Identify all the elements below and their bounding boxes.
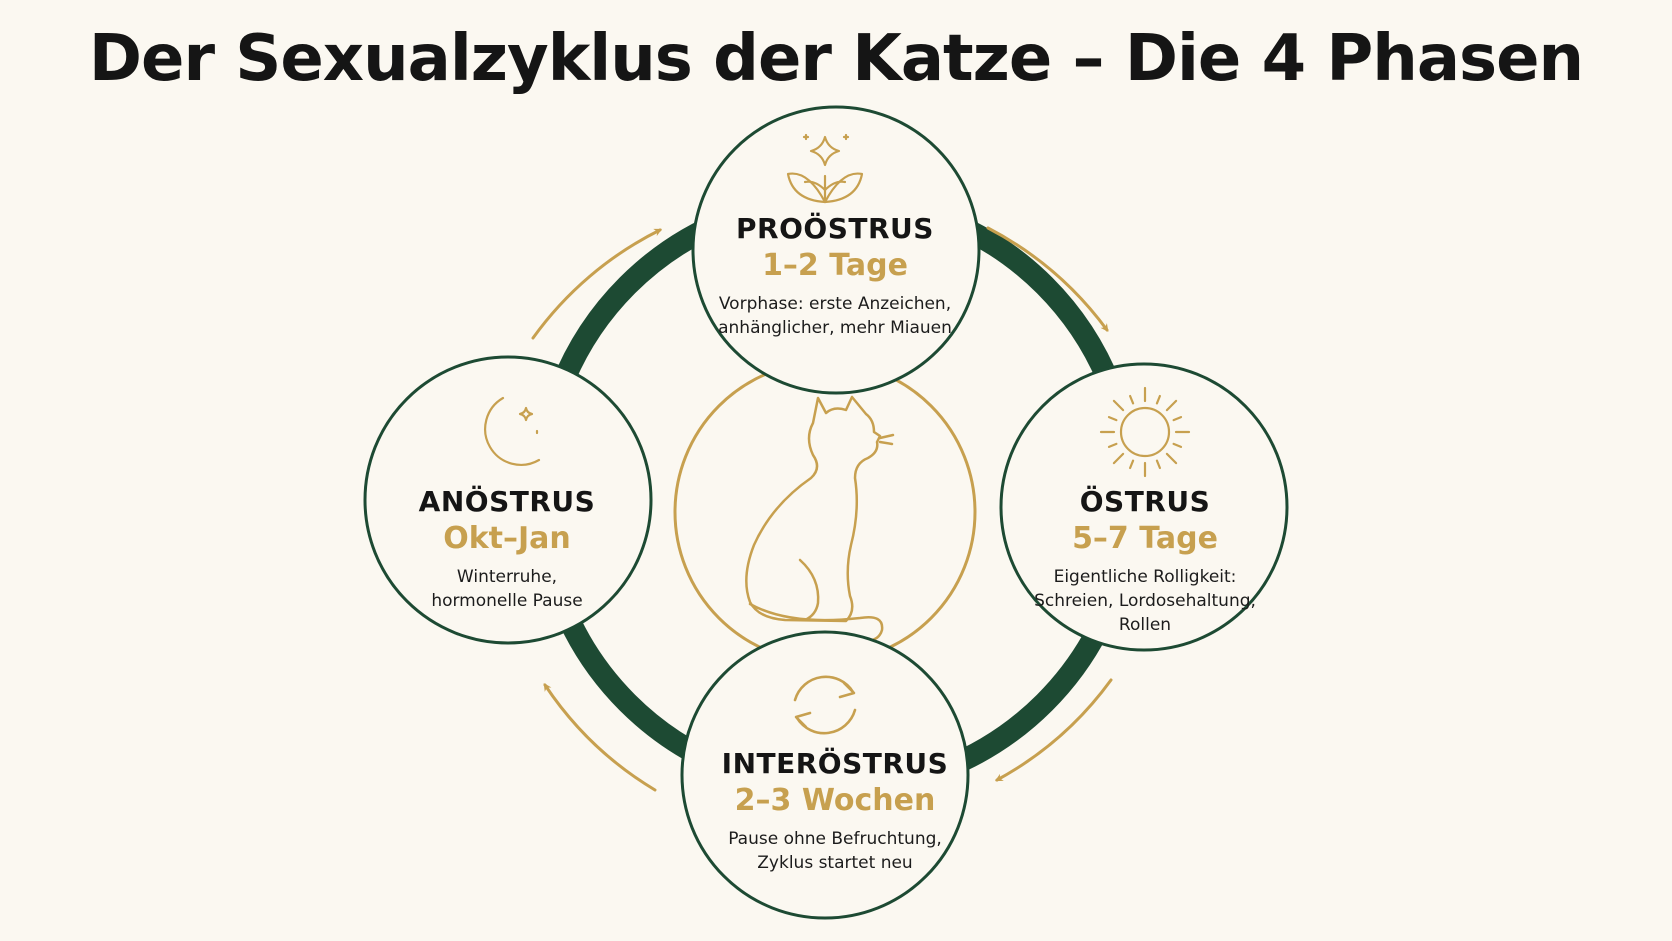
cycle-arrows-icon xyxy=(793,675,857,735)
arrow-interoestrus-to-anoestrus xyxy=(543,683,657,792)
sun-ray xyxy=(1172,442,1183,448)
phase-name: PROÖSTRUS xyxy=(736,212,934,245)
phase-circle-interoestrus xyxy=(680,630,970,920)
phase-label-interoestrus: INTERÖSTRUS 2–3 Wochen Pause ohne Befruc… xyxy=(665,747,1005,875)
phase-duration: 5–7 Tage xyxy=(1072,521,1218,556)
sun-icon xyxy=(1099,386,1191,478)
description-line: Winterruhe, xyxy=(456,567,558,587)
phase-circle-anoestrus xyxy=(363,355,653,645)
sun-ray xyxy=(1128,459,1135,470)
sun-ray xyxy=(1155,459,1162,470)
sun-ray xyxy=(1112,452,1125,465)
phase-label-anoestrus: ANÖSTRUS Okt–Jan Winterruhe, hormonelle … xyxy=(357,485,657,613)
moon-star-icon xyxy=(484,396,541,466)
phase-circle-proestrus xyxy=(691,105,981,395)
phase-duration: Okt–Jan xyxy=(443,521,571,556)
direction-arrows xyxy=(531,226,1113,792)
arrow-anoestrus-to-proestrus xyxy=(531,228,663,340)
phase-label-oestrus: ÖSTRUS 5–7 Tage Eigentliche Rolligkeit: … xyxy=(995,485,1295,637)
phase-label-proestrus: PROÖSTRUS 1–2 Tage Vorphase: erste Anzei… xyxy=(665,212,1005,340)
description-line: Eigentliche Rolligkeit: xyxy=(1053,567,1237,587)
description-line: hormonelle Pause xyxy=(431,591,583,611)
sun-ray xyxy=(1155,394,1162,405)
phase-description: Pause ohne Befruchtung, Zyklus startet n… xyxy=(665,827,1005,875)
phase-description: Eigentliche Rolligkeit: Schreien, Lordos… xyxy=(995,565,1295,637)
description-line: Schreien, Lordosehaltung, xyxy=(1034,591,1256,611)
sun-ray xyxy=(1107,442,1118,448)
description-line: Zyklus startet neu xyxy=(757,853,913,873)
phase-name: INTERÖSTRUS xyxy=(721,747,949,780)
sun-ray xyxy=(1165,399,1178,412)
sprout-sparkle-icon xyxy=(786,133,864,204)
sun-ray xyxy=(1165,452,1178,465)
sun-ray xyxy=(1107,416,1118,422)
description-line: Vorphase: erste Anzeichen, xyxy=(718,294,952,314)
sun-ray xyxy=(1128,394,1135,405)
center-medallion xyxy=(673,360,977,664)
page-title: Der Sexualzyklus der Katze – Die 4 Phase… xyxy=(88,22,1584,96)
phase-circle-oestrus xyxy=(999,362,1289,652)
phase-duration: 2–3 Wochen xyxy=(734,783,936,818)
phase-description: Winterruhe, hormonelle Pause xyxy=(357,565,657,613)
phase-name: ANÖSTRUS xyxy=(418,485,596,518)
description-line: Rollen xyxy=(1118,615,1172,635)
sun-ray xyxy=(1172,416,1183,422)
description-line: Pause ohne Befruchtung, xyxy=(728,829,942,849)
arrow-proestrus-to-oestrus xyxy=(986,226,1109,332)
arrow-oestrus-to-interoestrus xyxy=(994,678,1113,782)
phase-description: Vorphase: erste Anzeichen, anhänglicher,… xyxy=(665,292,1005,340)
phase-duration: 1–2 Tage xyxy=(762,248,908,283)
sun-ray xyxy=(1112,399,1125,412)
phase-name: ÖSTRUS xyxy=(1079,485,1211,518)
description-line: anhänglicher, mehr Miauen xyxy=(718,318,952,338)
